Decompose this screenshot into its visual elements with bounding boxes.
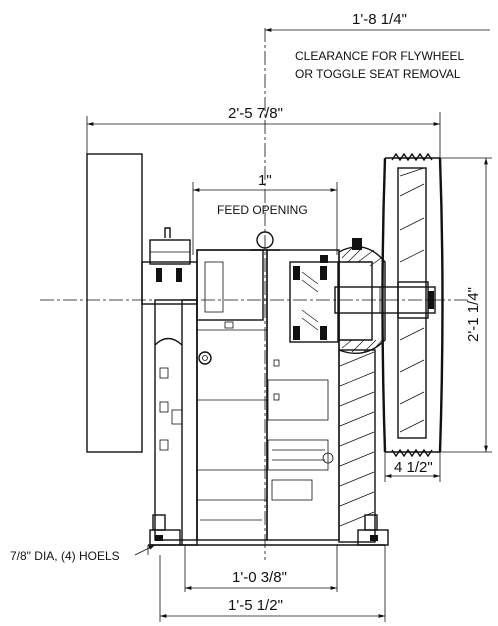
feed-opening-label: FEED OPENING xyxy=(217,203,308,217)
clearance-note-line1: CLEARANCE FOR FLYWHEEL xyxy=(295,49,464,63)
base-feet xyxy=(147,514,389,555)
overall-length-label: 2'-5 7/8" xyxy=(228,105,283,122)
top-clearance-dimension: 1'-8 1/4" xyxy=(265,11,490,32)
flywheel-height-label: 2'-1 1/4" xyxy=(465,287,482,342)
outer-bearing-collar xyxy=(320,238,386,354)
holes-note-label: 7/8" DIA, (4) HOELS xyxy=(10,549,120,563)
flywheel-width-dimension: 4 1/2" xyxy=(384,452,441,482)
hatched-side-plate xyxy=(338,349,376,543)
base-outer-label: 1'-5 1/2" xyxy=(228,597,283,614)
base-outer-dimension: 1'-5 1/2" xyxy=(159,555,386,622)
flywheel-width-label: 4 1/2" xyxy=(394,459,433,476)
right-bearing-housing xyxy=(266,249,340,541)
top-clearance-label: 1'-8 1/4" xyxy=(352,11,407,28)
clearance-note: CLEARANCE FOR FLYWHEEL OR TOGGLE SEAT RE… xyxy=(295,49,464,81)
overall-length-dimension: 2'-5 7/8" xyxy=(86,105,441,160)
main-frame xyxy=(141,227,280,546)
flywheel-height-dimension: 2'-1 1/4" xyxy=(440,157,492,453)
base-inner-label: 1'-0 3/8" xyxy=(232,569,287,586)
feed-opening-size-label: 1" xyxy=(258,172,272,189)
left-flywheel xyxy=(86,153,143,453)
base-inner-dimension: 1'-0 3/8" xyxy=(184,545,338,592)
holes-note: 7/8" DIA, (4) HOELS xyxy=(10,544,156,563)
feed-opening-dimension: 1" FEED OPENING xyxy=(192,172,338,255)
clearance-note-line2: OR TOGGLE SEAT REMOVAL xyxy=(295,67,461,81)
right-flywheel xyxy=(381,152,444,458)
